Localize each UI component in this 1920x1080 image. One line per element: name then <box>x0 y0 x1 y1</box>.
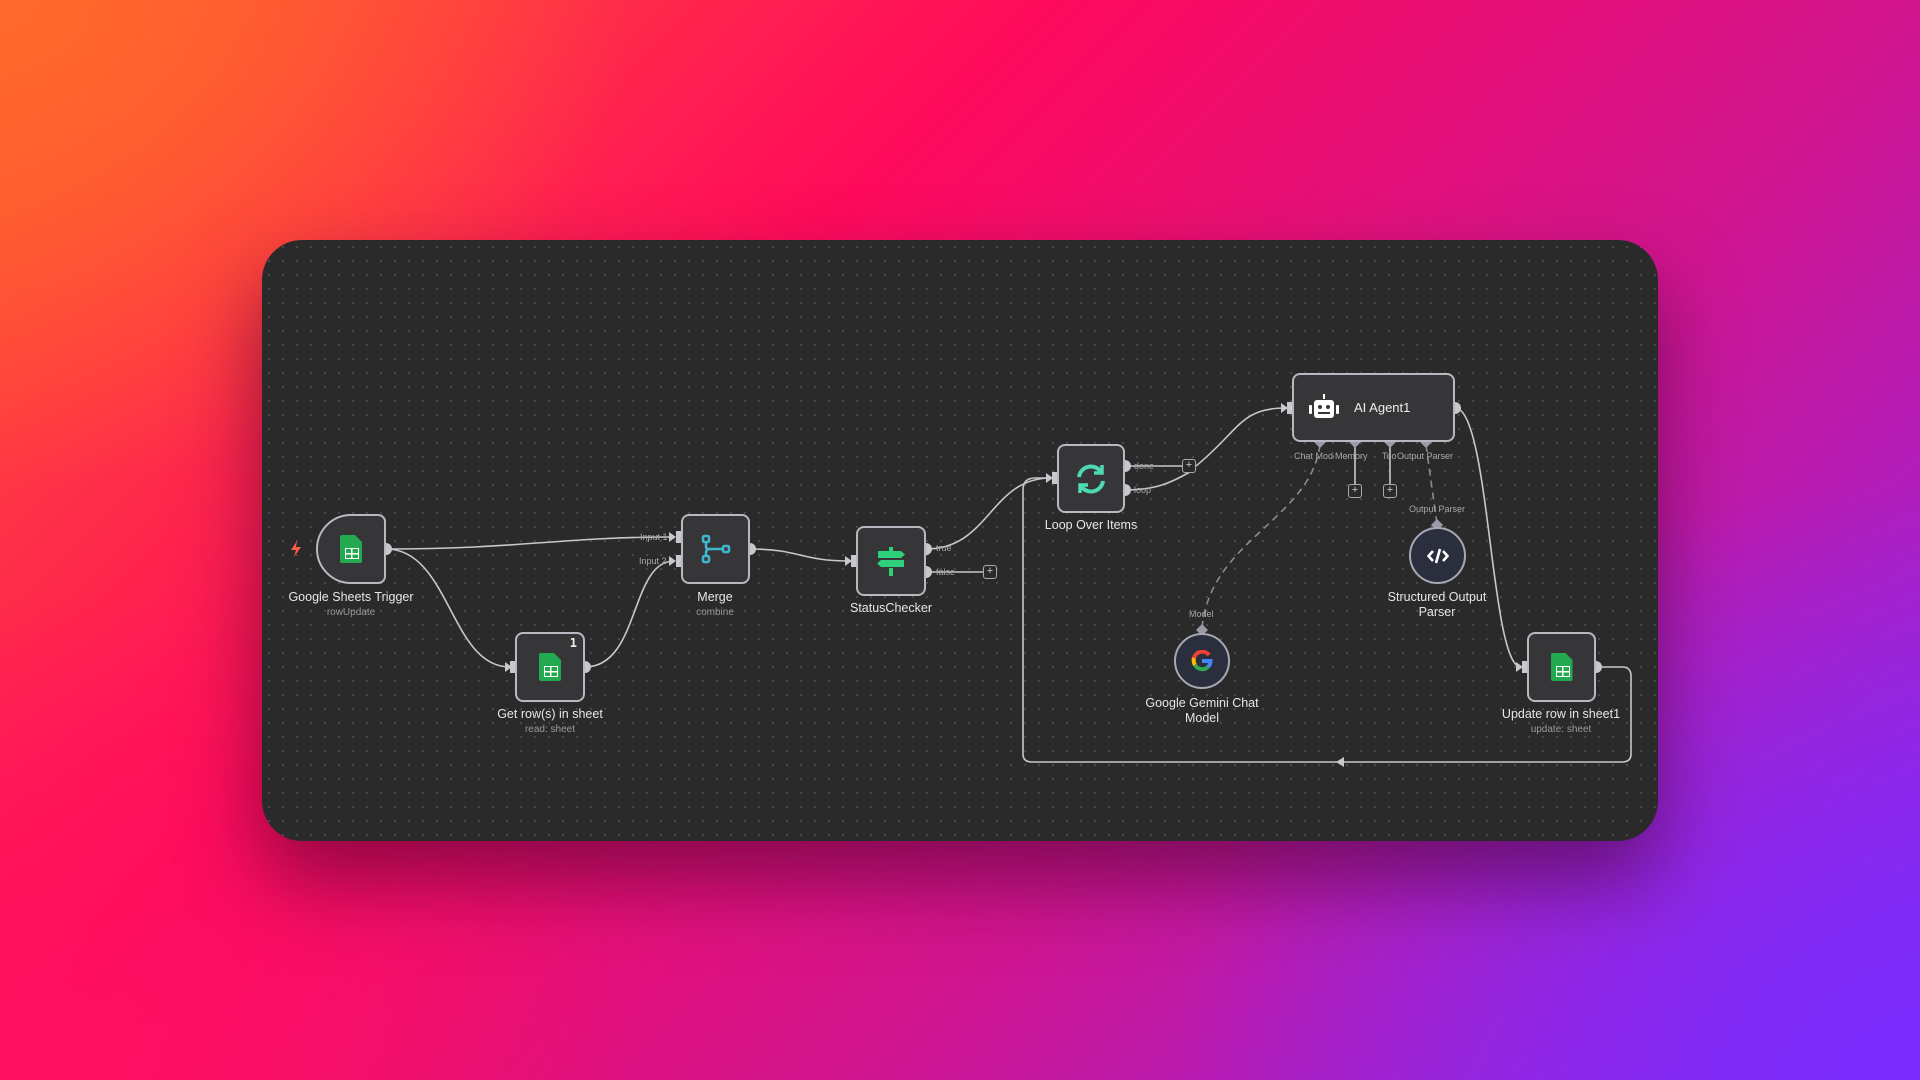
merge-input-2-label: Input 2 <box>639 556 667 566</box>
google-g-icon <box>1191 650 1213 672</box>
output-parser-input-label: Output Parser <box>1409 504 1466 514</box>
output-false-label: false <box>936 567 956 577</box>
status-checker-node[interactable] <box>856 526 926 596</box>
merge-icon <box>701 534 730 564</box>
merge-input-1-label: Input 1 <box>640 532 668 542</box>
node-title: Update row in sheet1 <box>1501 707 1621 721</box>
output-parser-port-label: Output Parser <box>1397 451 1454 461</box>
node-title: Structured Output Parser <box>1387 590 1487 619</box>
structured-output-parser-node[interactable] <box>1409 527 1466 584</box>
node-title: Google Gemini Chat Model <box>1145 696 1259 725</box>
node-subtitle: combine <box>696 607 734 618</box>
trigger-bolt-icon <box>291 541 301 557</box>
node-title: Merge <box>697 590 733 604</box>
node-title: AI Agent1 <box>1354 400 1411 415</box>
refresh-icon <box>1077 464 1105 493</box>
output-loop-label: loop <box>1134 485 1152 495</box>
google-gemini-chat-model-node[interactable] <box>1174 633 1230 689</box>
get-rows-node[interactable]: 1 <box>515 632 585 702</box>
chat-model-port-label: Chat Model <box>1294 451 1334 461</box>
merge-node[interactable] <box>681 514 750 584</box>
code-icon <box>1426 548 1449 563</box>
node-subtitle: read: sheet <box>524 724 576 735</box>
update-row-node[interactable] <box>1527 632 1596 702</box>
node-subtitle: rowUpdate <box>326 607 376 618</box>
add-node-false-button[interactable]: + <box>983 565 997 579</box>
memory-port-label: Memory <box>1335 451 1368 461</box>
node-subtitle: update: sheet <box>1530 724 1592 735</box>
node-title: Google Sheets Trigger <box>288 590 414 604</box>
ai-agent-node[interactable]: AI Agent1 <box>1292 373 1455 442</box>
google-sheets-icon <box>539 653 561 681</box>
node-title: Loop Over Items <box>1044 518 1138 532</box>
node-title: StatusChecker <box>850 601 932 615</box>
output-true-label: true <box>936 543 952 553</box>
google-sheets-icon <box>1550 653 1573 681</box>
output-done-label: done <box>1134 461 1155 471</box>
signpost-icon <box>877 547 905 576</box>
loop-over-items-node[interactable] <box>1057 444 1125 513</box>
model-port-label: Model <box>1189 609 1214 619</box>
node-title: Get row(s) in sheet <box>497 707 603 721</box>
add-tool-button[interactable]: + <box>1383 484 1397 498</box>
tool-port-label: Tool <box>1382 451 1397 461</box>
add-memory-button[interactable]: + <box>1348 484 1362 498</box>
add-node-done-button[interactable]: + <box>1182 459 1196 473</box>
google-sheets-trigger-node[interactable] <box>316 514 386 584</box>
google-sheets-icon <box>340 535 362 563</box>
execution-count-badge: 1 <box>569 636 577 650</box>
robot-icon <box>1309 393 1339 418</box>
